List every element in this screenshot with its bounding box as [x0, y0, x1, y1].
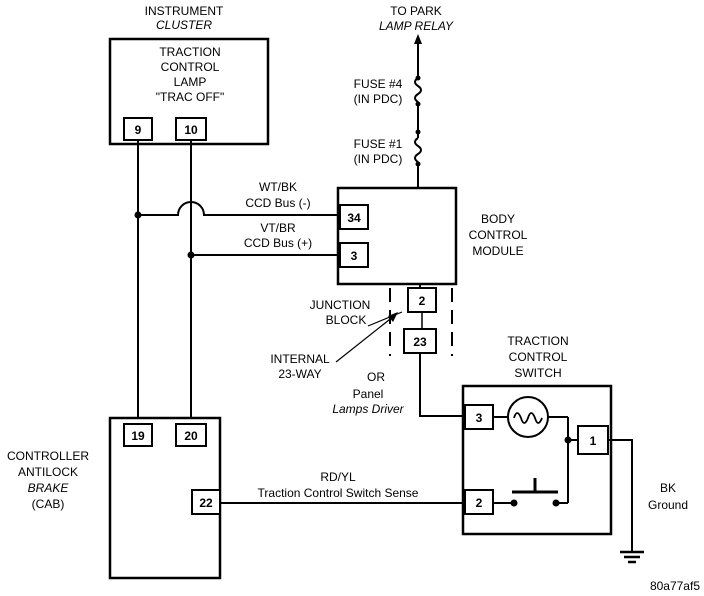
- vtbr-name-label: CCD Bus (+): [244, 236, 312, 250]
- switch-line3: SWITCH: [514, 366, 561, 380]
- bcm-line1: BODY: [481, 212, 515, 226]
- fuse4-line2: (IN PDC): [354, 92, 403, 106]
- ground-line2: Ground: [648, 498, 688, 512]
- switch-line2: CONTROL: [509, 350, 568, 364]
- panel-label: Panel: [353, 387, 384, 401]
- junction-pin-23-label: 23: [413, 335, 427, 349]
- junction-pin-2-label: 2: [419, 294, 426, 308]
- cab-line2: ANTILOCK: [18, 465, 78, 479]
- switch-line1: TRACTION: [507, 334, 568, 348]
- rdyl-name-label: Traction Control Switch Sense: [258, 486, 419, 500]
- wire-lamps-driver: [419, 353, 464, 417]
- ground-line1: BK: [660, 481, 676, 495]
- cluster-lamp-line3: LAMP: [174, 75, 207, 89]
- bcm-line3: MODULE: [472, 244, 523, 258]
- vtbr-color-label: VT/BR: [260, 221, 296, 235]
- cluster-title-line2: CLUSTER: [156, 18, 212, 32]
- wire-bk-ground: [608, 439, 633, 552]
- junction-line2: BLOCK: [326, 313, 367, 327]
- cluster-lamp-line1: TRACTION: [159, 45, 220, 59]
- junction-pin-23: [403, 328, 437, 354]
- wtbk-color-label: WT/BK: [259, 180, 297, 194]
- body-control-module-box: [336, 186, 458, 286]
- cab-pin-19: [123, 423, 153, 447]
- cab-line3: BRAKE: [28, 481, 70, 495]
- wtbk-name-label: CCD Bus (-): [245, 196, 310, 210]
- cab-line1: CONTROLLER: [7, 449, 89, 463]
- cluster-pin-9-label: 9: [135, 123, 142, 137]
- junction-pin-2: [407, 287, 437, 313]
- switch-pin-2-label: 2: [476, 496, 483, 510]
- wire-wtbk-ccd-minus: [138, 201, 340, 216]
- internal-line1: INTERNAL: [270, 352, 330, 366]
- cab-pin-22: [191, 489, 221, 515]
- switch-pin-1-label: 1: [590, 434, 597, 448]
- park-lamp-line1: TO PARK: [390, 4, 442, 18]
- cluster-lamp-line2: CONTROL: [161, 60, 220, 74]
- cab-pin-22-label: 22: [199, 496, 213, 510]
- bulb-filament-icon: [513, 412, 543, 424]
- figure-id: 80a77af5: [650, 579, 700, 593]
- internal-arrow-icon: [388, 312, 398, 322]
- park-lamp-line2: LAMP RELAY: [379, 19, 454, 33]
- cab-pin-19-label: 19: [131, 429, 145, 443]
- cab-pin-20: [175, 423, 207, 447]
- switch-pin-3-label: 3: [476, 411, 483, 425]
- park-lamp-arrow-icon: [414, 34, 422, 44]
- fuse1-line1: FUSE #1: [354, 137, 403, 151]
- cluster-lamp-line4: "TRAC OFF": [156, 90, 225, 104]
- fuse1-icon: [414, 137, 422, 163]
- fuse4-line1: FUSE #4: [354, 77, 403, 91]
- switch-contact-left: [510, 499, 518, 507]
- bcm-pin-34-label: 34: [347, 211, 361, 225]
- rdyl-color-label: RD/YL: [320, 470, 356, 484]
- internal-line2: 23-WAY: [278, 367, 321, 381]
- bcm-pin-34: [339, 204, 369, 230]
- junction-line1: JUNCTION: [310, 298, 371, 312]
- lamps-driver-label: Lamps Driver: [332, 402, 404, 416]
- cluster-pin-10-label: 10: [184, 123, 198, 137]
- bcm-line2: CONTROL: [469, 228, 528, 242]
- fuse1-line2: (IN PDC): [354, 152, 403, 166]
- fuse4-icon: [414, 77, 422, 103]
- or-label: OR: [367, 370, 385, 384]
- bcm-pin-3-label: 3: [351, 249, 358, 263]
- switch-pin-1: [577, 425, 609, 455]
- switch-pin-2: [464, 489, 494, 515]
- internal-leader-line: [335, 315, 395, 363]
- cluster-title-line1: INSTRUMENT: [145, 4, 224, 18]
- cab-pin-20-label: 20: [184, 429, 198, 443]
- cab-line4: (CAB): [32, 497, 65, 511]
